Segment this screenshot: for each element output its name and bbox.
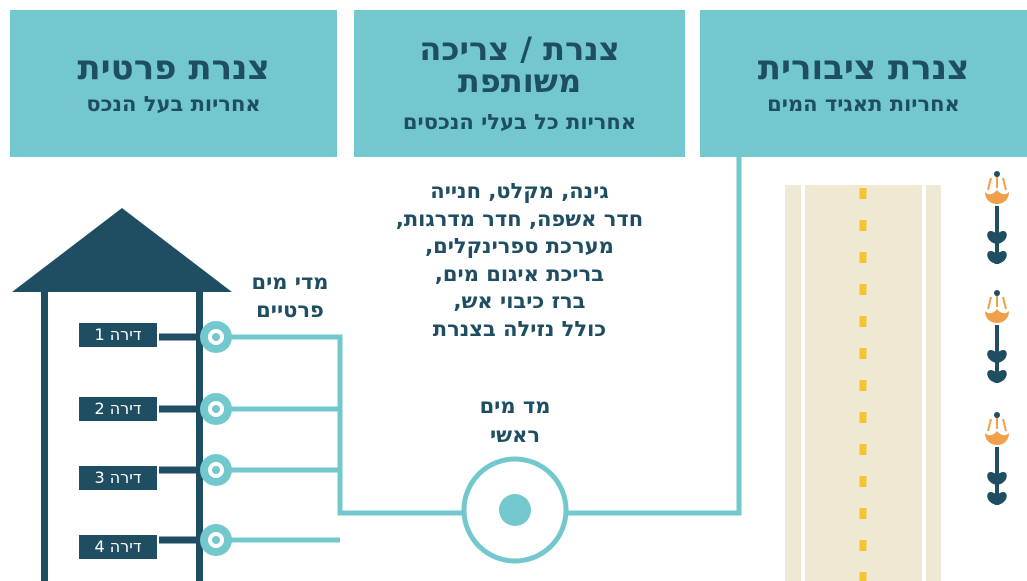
public-pipes-title: צנרת ציבורית — [757, 47, 970, 88]
house-wall-right — [196, 292, 203, 581]
shared-pipes-title-line1: צנרת / צריכה — [419, 29, 620, 68]
private-meters-label: מדי מים פרטיים — [215, 268, 365, 324]
road — [785, 185, 941, 581]
main-meter-label: מד מים ראשי — [440, 392, 590, 450]
main-meter-label-line1: מד מים — [479, 394, 551, 418]
apartment-label-2: דירה 2 — [77, 395, 159, 423]
main-supply-pipe — [539, 157, 742, 516]
water-meter-icon — [155, 454, 232, 486]
flower-icon — [985, 290, 1009, 383]
main-meter-icon — [461, 456, 569, 564]
shared-item: בריכת איגום מים, — [434, 261, 605, 286]
public-pipes-subtitle: אחריות תאגיד המים — [767, 91, 960, 116]
shared-item: גינה, מקלט, חנייה — [430, 179, 609, 203]
shared-item: ברז כיבוי אש, — [453, 289, 586, 314]
shared-consumption-list: גינה, מקלט, חנייה חדר אשפה, חדר מדרגות, … — [354, 178, 685, 344]
apartment-label-4: דירה 4 — [77, 533, 159, 561]
private-pipes-header: צנרת פרטית אחריות בעל הנכס — [10, 10, 337, 157]
pipes — [230, 157, 742, 543]
flower-icon — [985, 171, 1009, 264]
shared-pipes-subtitle: אחריות כל בעלי הנכסים — [402, 109, 637, 134]
shared-item: חדר אשפה, חדר מדרגות, — [395, 206, 644, 231]
water-meter-icon — [155, 321, 232, 353]
house-wall-left — [41, 292, 48, 581]
shared-pipes-header: צנרת / צריכה משותפת אחריות כל בעלי הנכסי… — [354, 10, 685, 157]
apartment-label-1: דירה 1 — [77, 321, 159, 349]
shared-item: כולל נזילה בצנרת — [432, 316, 607, 341]
apartment-label-3: דירה 3 — [77, 464, 159, 492]
private-pipes-subtitle: אחריות בעל הנכס — [86, 91, 261, 116]
house-outline — [12, 208, 232, 581]
shared-item: מערכת ספרינקלים, — [425, 234, 614, 259]
main-meter-label-line2: ראשי — [489, 423, 541, 447]
flower-icon — [985, 412, 1009, 505]
public-pipes-header: צנרת ציבורית אחריות תאגיד המים — [700, 10, 1027, 157]
private-water-meters — [155, 321, 232, 556]
flowers — [985, 171, 1009, 505]
shared-pipes-title-line2: משותפת — [457, 61, 582, 100]
private-pipes-title: צנרת פרטית — [77, 47, 270, 88]
private-meters-label-line2: פרטיים — [256, 298, 324, 322]
private-meters-label-line1: מדי מים — [251, 270, 329, 294]
water-meter-icon — [155, 524, 232, 556]
water-meter-icon — [155, 393, 232, 425]
riser-pipe-upper — [230, 334, 492, 516]
house-roof — [12, 208, 232, 292]
